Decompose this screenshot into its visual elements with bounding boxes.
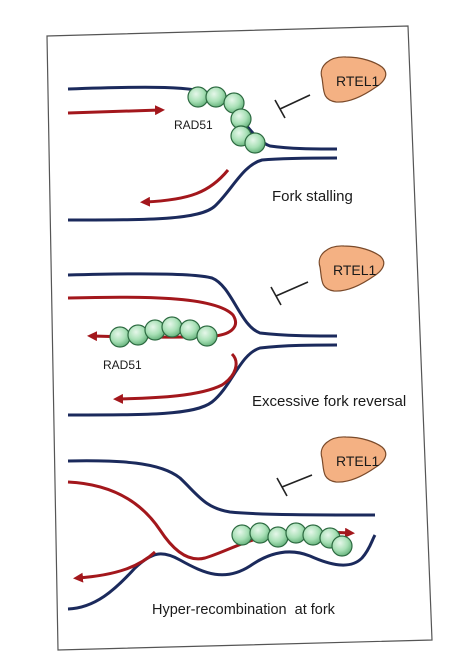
- nascent-strand-bottom: [113, 352, 238, 404]
- parental-strand-bottom: [67, 343, 338, 417]
- inhibition-line: [281, 474, 313, 488]
- rad51-bead: [231, 524, 253, 546]
- inhibition-bar: [270, 286, 282, 306]
- rad51-bead: [205, 86, 227, 108]
- rad51-bead: [187, 86, 209, 108]
- parental-strand-top: [67, 272, 338, 338]
- rad51-bead: [267, 526, 289, 548]
- paper-background: [46, 25, 433, 651]
- rad51-bead: [109, 326, 131, 348]
- rad51-bead: [196, 325, 218, 347]
- parental-strand-lower: [67, 534, 377, 611]
- rtel1-label: RTEL1: [336, 73, 380, 89]
- rad51-filament: [231, 522, 353, 557]
- rtel1-label: RTEL1: [333, 262, 377, 278]
- inhibition-line: [279, 94, 311, 110]
- rtel1-shape: [320, 436, 387, 483]
- inhibition-bar: [274, 99, 286, 119]
- panel-caption: Excessive fork reversal: [252, 393, 406, 410]
- rtel1-label: RTEL1: [336, 453, 380, 469]
- panel-fork-stalling: RAD51 RTEL1 Fork stalling: [67, 56, 387, 222]
- inhibition-line: [275, 281, 309, 297]
- rad51-filament: [109, 316, 218, 348]
- rad51-bead: [244, 132, 266, 154]
- panel-caption: Fork stalling: [272, 188, 353, 205]
- panel-hyper-recombination: RTEL1 Hyper-recombination at fork: [67, 436, 387, 618]
- inhibition-bar: [276, 477, 288, 497]
- nascent-strand-top: [67, 105, 165, 116]
- rad51-label: RAD51: [103, 358, 142, 372]
- nascent-strand-bottom: [140, 169, 230, 207]
- parental-strand-bottom: [67, 156, 338, 222]
- rtel1-shape: [318, 245, 385, 292]
- rtel1-shape: [320, 56, 387, 103]
- nascent-strand-bottom: [73, 550, 157, 583]
- rad51-bead: [249, 522, 271, 544]
- rad51-label: RAD51: [174, 118, 213, 132]
- rad51-filament: [187, 86, 266, 154]
- rad51-bead: [161, 316, 183, 338]
- panel-caption: Hyper-recombination at fork: [152, 602, 336, 618]
- parental-strand-top: [67, 459, 376, 517]
- panel-excessive-fork-reversal: RAD51 RTEL1 Excessive fork reversal: [67, 245, 406, 417]
- rad51-bead: [331, 535, 353, 557]
